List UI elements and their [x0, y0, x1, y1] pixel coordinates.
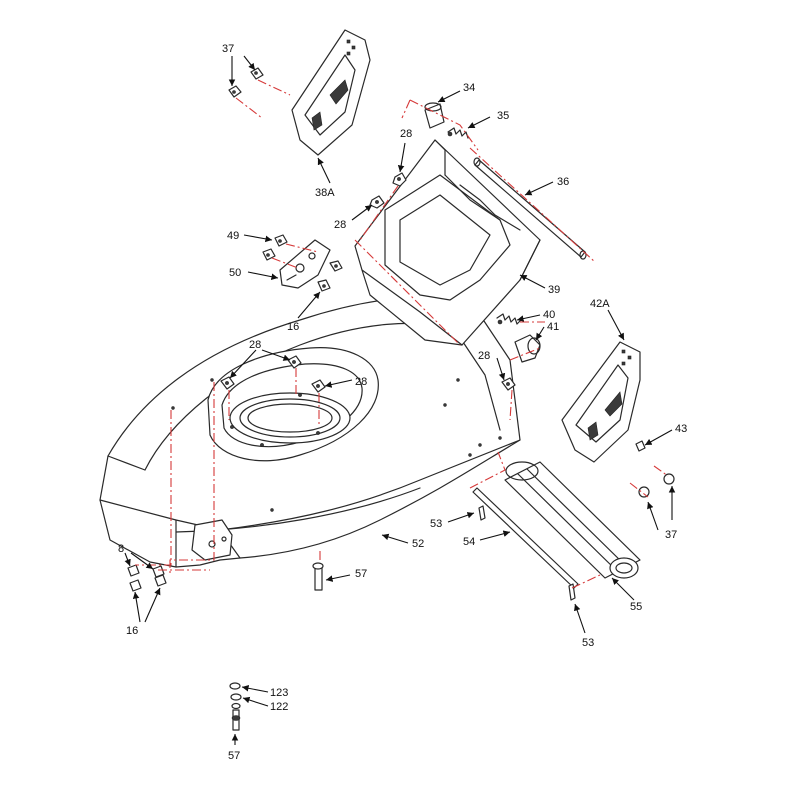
callout-123: 123 [270, 687, 288, 699]
callout-35: 35 [497, 110, 509, 122]
rear-shield-part-39 [354, 139, 541, 346]
callout-39: 39 [548, 284, 560, 296]
leader-arrows [124, 55, 676, 745]
callout-37-bottom: 37 [665, 529, 677, 541]
callout-8: 8 [118, 543, 124, 555]
callout-34: 34 [463, 82, 475, 94]
callout-53-b: 53 [582, 637, 594, 649]
callout-38a: 38A [315, 187, 335, 199]
callout-28-b: 28 [334, 219, 346, 231]
callout-16-bottom: 16 [126, 625, 138, 637]
callout-122: 122 [270, 701, 288, 713]
axle-rod-part-36 [473, 157, 587, 260]
rear-roller-part-55 [504, 461, 641, 579]
callout-37-top: 37 [222, 43, 234, 55]
height-adjust-bracket-part-50 [279, 239, 331, 289]
callout-50: 50 [229, 267, 241, 279]
callout-40: 40 [543, 309, 555, 321]
rear-axle-part-54 [472, 487, 579, 589]
callout-labels: 37 38A 34 35 28 28 36 49 50 39 16 42A 40… [118, 43, 687, 762]
callout-57-a: 57 [355, 568, 367, 580]
callout-28-e: 28 [355, 376, 367, 388]
callout-53-a: 53 [430, 518, 442, 530]
callout-28-c: 28 [478, 350, 490, 362]
callout-16-top: 16 [287, 321, 299, 333]
callout-55: 55 [630, 601, 642, 613]
callout-57-b: 57 [228, 750, 240, 762]
callout-28-d: 28 [249, 339, 261, 351]
callout-41: 41 [547, 321, 559, 333]
callout-42a: 42A [590, 298, 610, 310]
callout-54: 54 [463, 536, 475, 548]
deck-holes [171, 378, 502, 512]
callout-49: 49 [227, 230, 239, 242]
side-bracket-part-42a [561, 341, 641, 463]
side-bracket-part-38a [291, 29, 371, 156]
callout-28-a: 28 [400, 128, 412, 140]
callout-52: 52 [412, 538, 424, 550]
callout-36: 36 [557, 176, 569, 188]
callout-43: 43 [675, 423, 687, 435]
motor-mount-dome [207, 347, 379, 462]
assembly-centerlines [135, 79, 669, 589]
